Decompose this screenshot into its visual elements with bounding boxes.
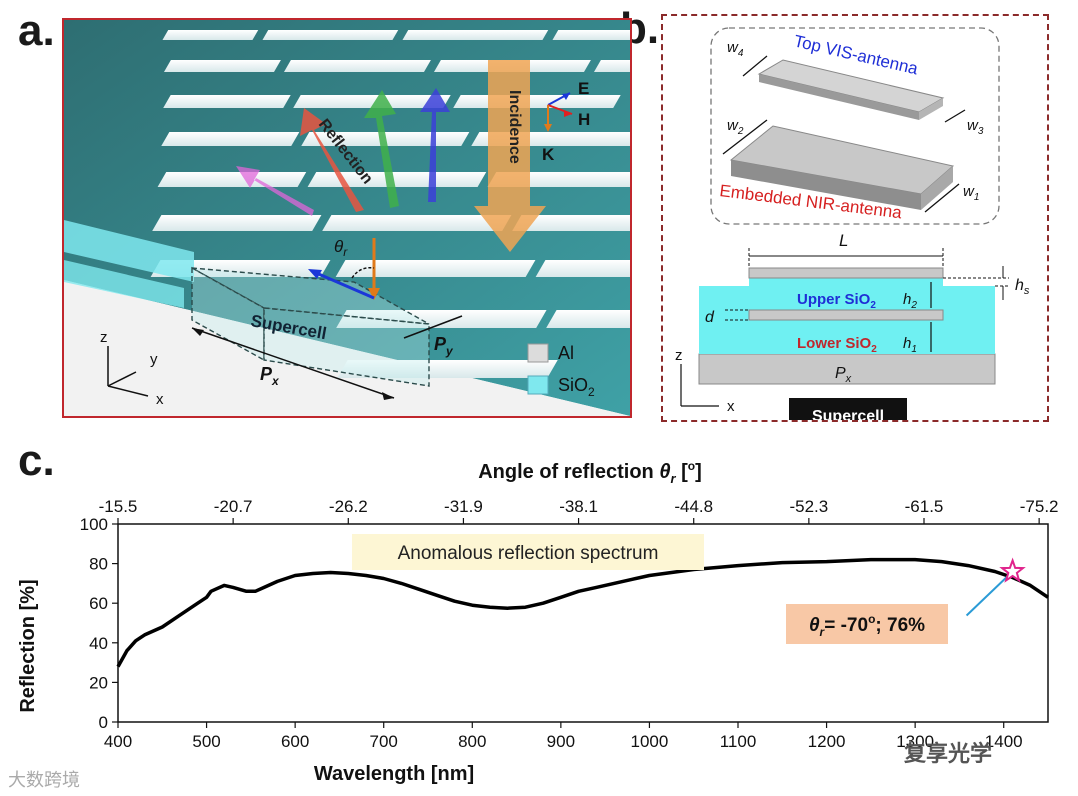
antenna-inset-box <box>710 27 1000 225</box>
panel-c-label: c. <box>18 436 55 485</box>
x-tick-label: 1200 <box>808 732 846 751</box>
annotation-title: Anomalous reflection spectrum <box>398 543 659 564</box>
incidence-label: Incidence <box>506 90 523 164</box>
substrate-floor <box>64 280 630 416</box>
callout-leader-line <box>965 570 1014 617</box>
x-tick-label: 400 <box>104 732 132 751</box>
L-dimension <box>748 248 944 268</box>
hs-label: hs <box>1015 277 1030 297</box>
top-axis-title: Angle of reflection θr [o] <box>478 459 702 486</box>
h2-label: h2 <box>903 291 917 311</box>
px-label-b: Px <box>835 365 852 385</box>
top-tick-label: -20.7 <box>214 497 253 516</box>
top-tick-label: -31.9 <box>444 497 483 516</box>
y-tick-label: 20 <box>89 673 108 692</box>
antenna-schematic-svg: w4 Top VIS-antenna w3 w2 w1 Embedded NIR… <box>675 27 1030 432</box>
watermark-left: 大数跨境 <box>8 770 80 791</box>
top-tick-label: -61.5 <box>905 497 944 516</box>
lower-sio2-label: Lower SiO2 <box>797 335 877 355</box>
py-label: Py <box>434 334 454 358</box>
sio2-slab-front <box>64 220 194 282</box>
coordinate-axes-a <box>107 346 149 397</box>
field-axes <box>544 92 573 132</box>
top-tick-label: -15.5 <box>99 497 138 516</box>
x-tick-label: 1300 <box>896 732 934 751</box>
incidence-arrow <box>474 60 546 252</box>
callout-box <box>786 604 948 644</box>
material-legend <box>527 343 549 395</box>
reflection-arrows <box>236 88 450 216</box>
x-axis-title: Wavelength [nm] <box>314 763 474 785</box>
panel-a-label: a. <box>18 6 55 55</box>
axis-z-label-b: z <box>675 347 683 364</box>
w1-label: w1 <box>963 183 979 203</box>
x-tick-label: 600 <box>281 732 309 751</box>
local-incidence-indicator <box>308 238 380 300</box>
y-tick-label: 100 <box>80 515 108 534</box>
y-axis-title: Reflection [%] <box>17 579 39 712</box>
top-tick-label: -44.8 <box>674 497 713 516</box>
x-tick-label: 1000 <box>631 732 669 751</box>
panel-b-antenna-schematic: w4 Top VIS-antenna w3 w2 w1 Embedded NIR… <box>661 14 1049 432</box>
supercell-badge-label: Supercell <box>812 408 884 420</box>
axis-x-label-b: x <box>727 398 735 415</box>
y-tick-label: 0 <box>99 713 108 732</box>
axis-x-label-a: x <box>156 391 164 408</box>
watermark-right: 复享光学 <box>904 742 993 767</box>
y-tick-label: 80 <box>89 555 108 574</box>
w2-label: w2 <box>727 117 744 137</box>
y-tick-label: 60 <box>89 594 108 613</box>
plot-area: 400 500 600 700 800 900 1000 1100 1200 1300 1400 0 2… <box>80 497 1059 751</box>
antenna-array <box>150 30 630 378</box>
top-tick-label: -75.2 <box>1020 497 1059 516</box>
theta-r-label: θr <box>334 237 348 259</box>
metasurface-3d-view: Incidence Reflection E H K θr Supercell <box>64 20 630 416</box>
top-tick-label: -52.3 <box>789 497 828 516</box>
x-tick-label: 1400 <box>985 732 1023 751</box>
cross-section <box>698 267 996 385</box>
callout-label: θr= -70o; 76% <box>809 612 925 639</box>
upper-sio2-label: Upper SiO2 <box>797 291 876 311</box>
vis-antenna-shape <box>757 59 945 120</box>
py-dimension-line <box>403 315 463 339</box>
axis-z-label-a: z <box>100 329 108 346</box>
px-label: Px <box>260 364 280 388</box>
coordinate-axes-b <box>680 364 719 407</box>
y-tick-label: 40 <box>89 634 108 653</box>
px-dimension-line <box>191 327 395 399</box>
width-arrows <box>722 55 966 213</box>
h1-label: h1 <box>903 335 917 355</box>
reflection-series-line <box>116 557 1049 668</box>
x-tick-label: 900 <box>547 732 575 751</box>
legend-al-label: Al <box>558 343 574 363</box>
x-tick-label: 800 <box>458 732 486 751</box>
h-field-label: H <box>578 110 590 129</box>
w4-label: w4 <box>727 39 744 59</box>
x-tick-label: 700 <box>370 732 398 751</box>
hs-dimension <box>943 266 1009 300</box>
d-label: d <box>705 309 715 326</box>
axis-y-label-a: y <box>150 351 158 368</box>
x-tick-label: 1100 <box>720 732 757 751</box>
annotation-box <box>352 534 704 570</box>
top-tick-label: -38.1 <box>559 497 598 516</box>
plot-frame <box>117 523 1049 723</box>
top-tick-label: -26.2 <box>329 497 368 516</box>
star-marker <box>999 557 1026 583</box>
d-dimension <box>725 309 749 321</box>
x-tick-label: 500 <box>192 732 220 751</box>
e-field-label: E <box>578 79 589 98</box>
legend-sio2-label: SiO2 <box>558 375 595 399</box>
nir-antenna-shape <box>729 125 955 210</box>
k-vector-label: K <box>542 145 555 164</box>
L-label: L <box>839 231 848 250</box>
w3-label: w3 <box>967 117 984 137</box>
panel-a-metasurface-illustration: Incidence Reflection E H K θr Supercell <box>62 18 632 418</box>
